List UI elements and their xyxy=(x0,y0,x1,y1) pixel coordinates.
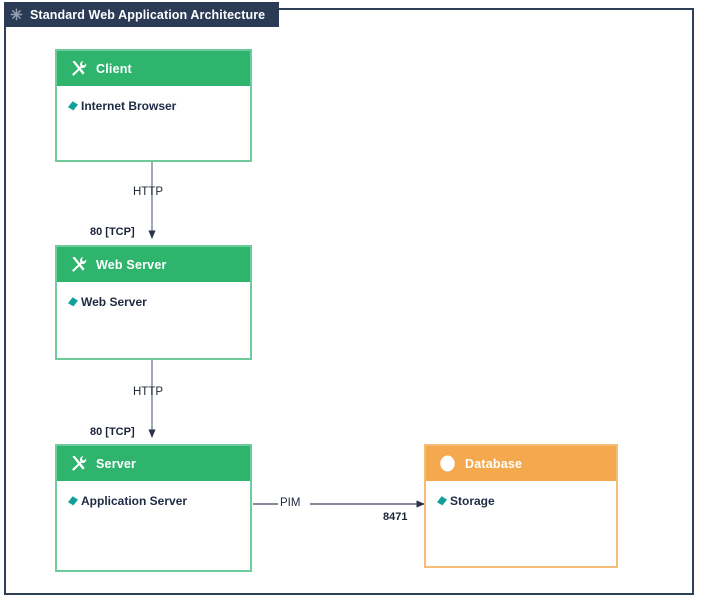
diamond-bullet-icon xyxy=(67,296,79,308)
snowflake-icon xyxy=(10,8,23,21)
tools-icon xyxy=(69,454,88,473)
node-item-label: Internet Browser xyxy=(81,99,177,113)
node-server[interactable]: Server Application Server xyxy=(55,444,252,572)
node-client-body: Internet Browser xyxy=(55,86,252,162)
node-web-server-header: Web Server xyxy=(55,245,252,282)
node-database-body: Storage xyxy=(424,481,618,568)
node-client-header: Client xyxy=(55,49,252,86)
window-title: Standard Web Application Architecture xyxy=(30,7,266,22)
node-web-server-title: Web Server xyxy=(96,257,167,272)
node-item[interactable]: Web Server xyxy=(67,295,250,309)
diamond-bullet-icon xyxy=(67,100,79,112)
node-web-server[interactable]: Web Server Web Server xyxy=(55,245,252,360)
node-item-label: Application Server xyxy=(81,494,188,508)
node-item[interactable]: Storage xyxy=(436,494,616,508)
node-server-header: Server xyxy=(55,444,252,481)
node-database-header: Database xyxy=(424,444,618,481)
node-database-title: Database xyxy=(465,456,523,471)
node-server-body: Application Server xyxy=(55,481,252,572)
node-client[interactable]: Client Internet Browser xyxy=(55,49,252,162)
window-title-bar[interactable]: Standard Web Application Architecture xyxy=(4,2,280,27)
node-item[interactable]: Internet Browser xyxy=(67,99,250,113)
edge-label-protocol-web-server-to-server: HTTP xyxy=(133,386,164,398)
edge-label-port-web-server-to-server: 80 [TCP] xyxy=(90,426,135,438)
diamond-bullet-icon xyxy=(436,495,448,507)
edge-label-protocol-server-to-database: PIM xyxy=(280,497,301,509)
diamond-bullet-icon xyxy=(67,495,79,507)
edge-label-port-client-to-web-server: 80 [TCP] xyxy=(90,226,135,238)
node-server-title: Server xyxy=(96,456,137,471)
node-item[interactable]: Application Server xyxy=(67,494,250,508)
cylinder-icon xyxy=(438,453,457,474)
edge-label-port-server-to-database: 8471 xyxy=(383,511,408,523)
node-client-title: Client xyxy=(96,61,132,76)
node-item-label: Web Server xyxy=(81,295,147,309)
edge-label-protocol-client-to-web-server: HTTP xyxy=(133,186,164,198)
tools-icon xyxy=(69,255,88,274)
tools-icon xyxy=(69,59,88,78)
node-web-server-body: Web Server xyxy=(55,282,252,360)
node-database[interactable]: Database Storage xyxy=(424,444,618,568)
node-item-label: Storage xyxy=(450,494,495,508)
